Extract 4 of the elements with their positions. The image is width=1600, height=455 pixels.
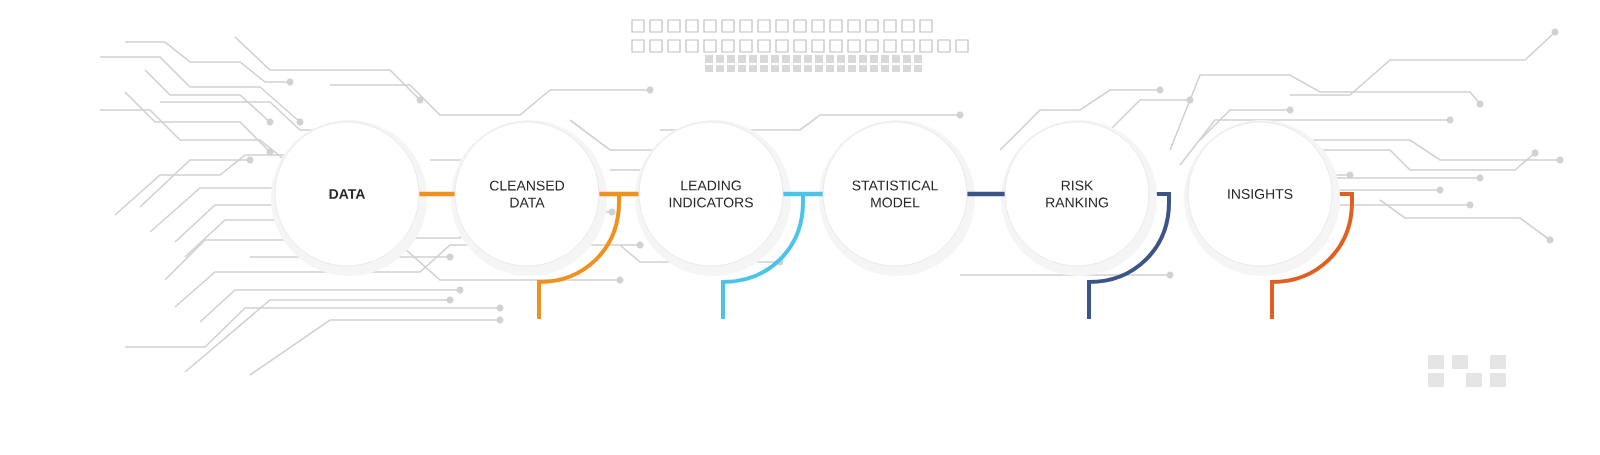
connector-line	[419, 191, 455, 197]
connector-line	[599, 191, 639, 197]
connector-line	[967, 191, 1005, 197]
connector-line	[783, 191, 823, 197]
